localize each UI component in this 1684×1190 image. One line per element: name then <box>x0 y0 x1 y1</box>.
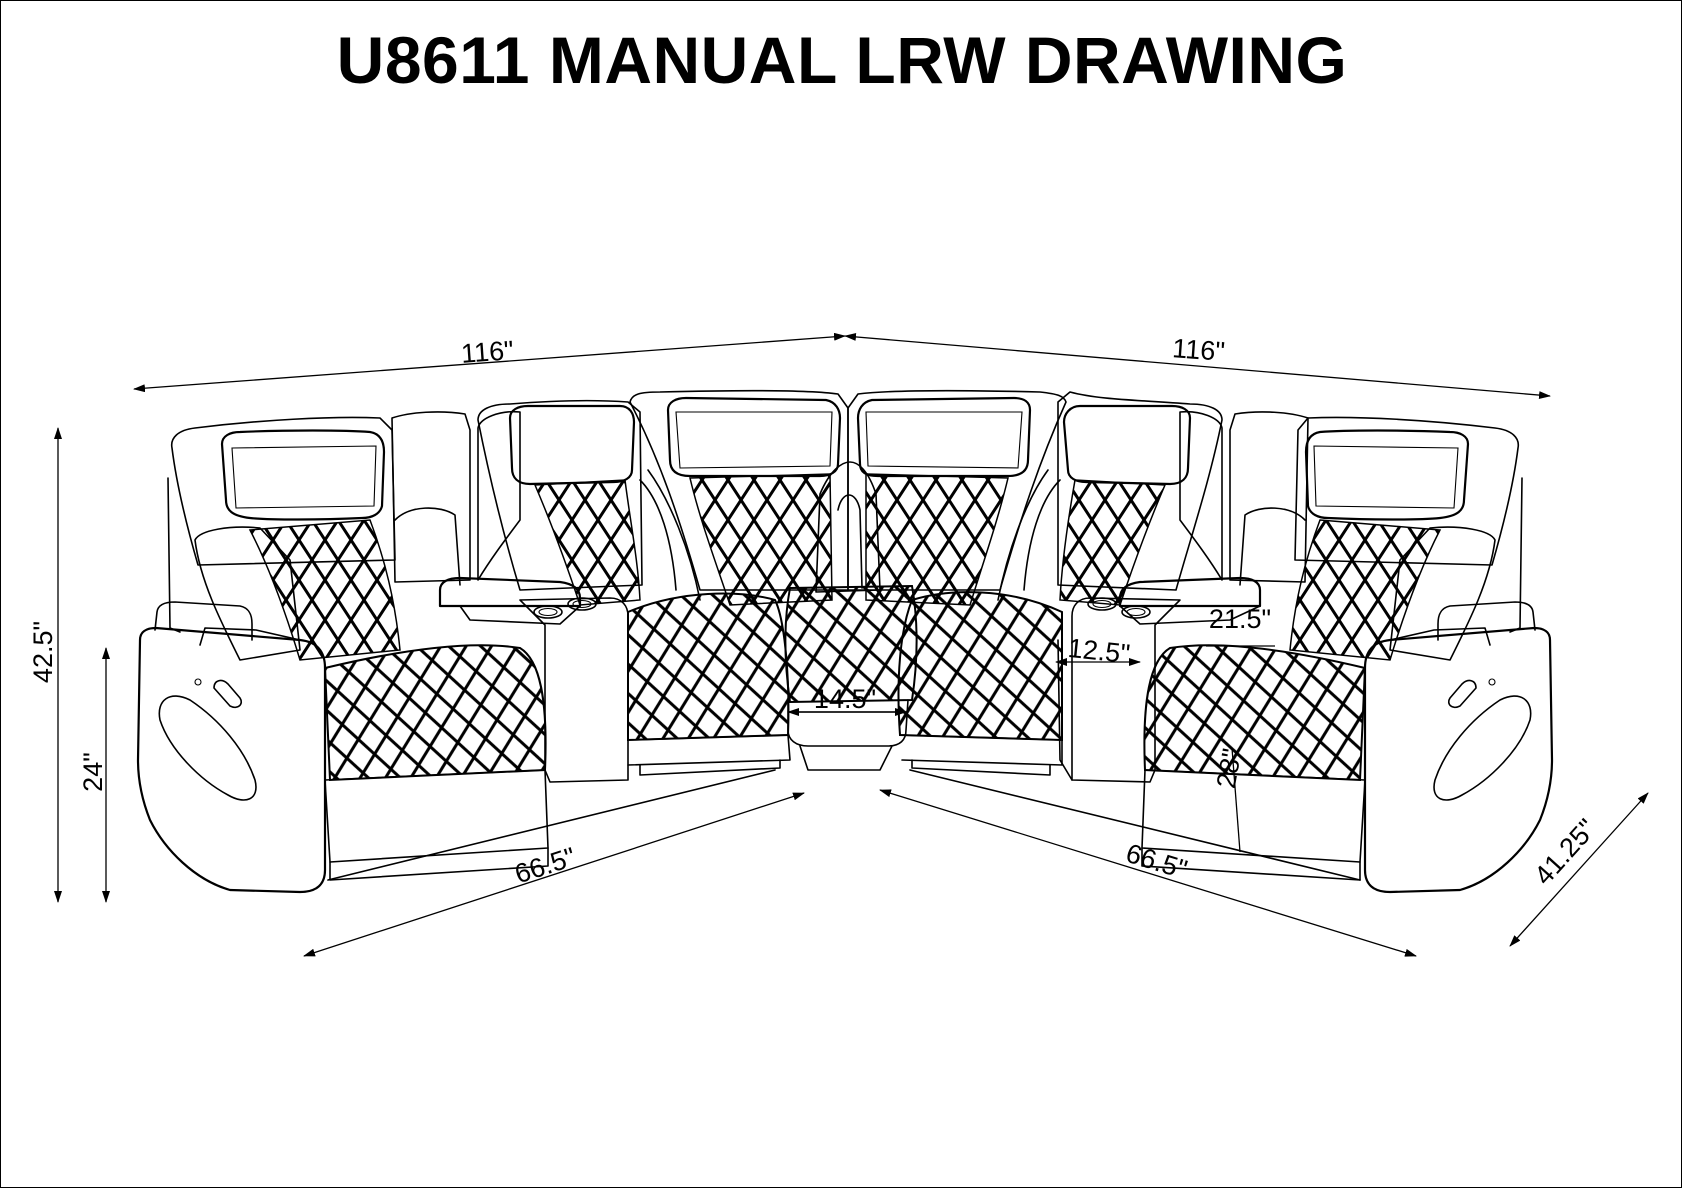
dim-wedge-width: 14.5" <box>814 684 876 714</box>
left-middle-seat <box>477 399 791 776</box>
right-console <box>1057 410 1309 783</box>
dim-front-left-length: 66.5" <box>511 842 579 890</box>
center-left-seat <box>629 389 849 606</box>
center-right-seat <box>847 389 1067 776</box>
dim-arm-width: 21.5" <box>1209 604 1271 634</box>
dim-console-width: 12.5" <box>1066 633 1131 669</box>
dim-top-left-width: 116" <box>460 335 515 369</box>
right-middle-seat <box>1023 391 1223 606</box>
dim-depth: 41.25" <box>1528 813 1602 890</box>
drawing-title: U8611 MANUAL LRW DRAWING <box>336 23 1348 97</box>
sectional-sofa <box>136 389 1554 894</box>
dim-seat-depth: 28" <box>1211 746 1247 790</box>
dim-seat-height: 24" <box>78 752 108 792</box>
dim-top-right-width: 116" <box>1171 333 1226 367</box>
left-recliner <box>136 416 549 894</box>
dim-front-right-length: 66.5" <box>1123 838 1191 885</box>
right-recliner <box>1141 416 1554 894</box>
dim-overall-height: 42.5" <box>28 621 58 683</box>
